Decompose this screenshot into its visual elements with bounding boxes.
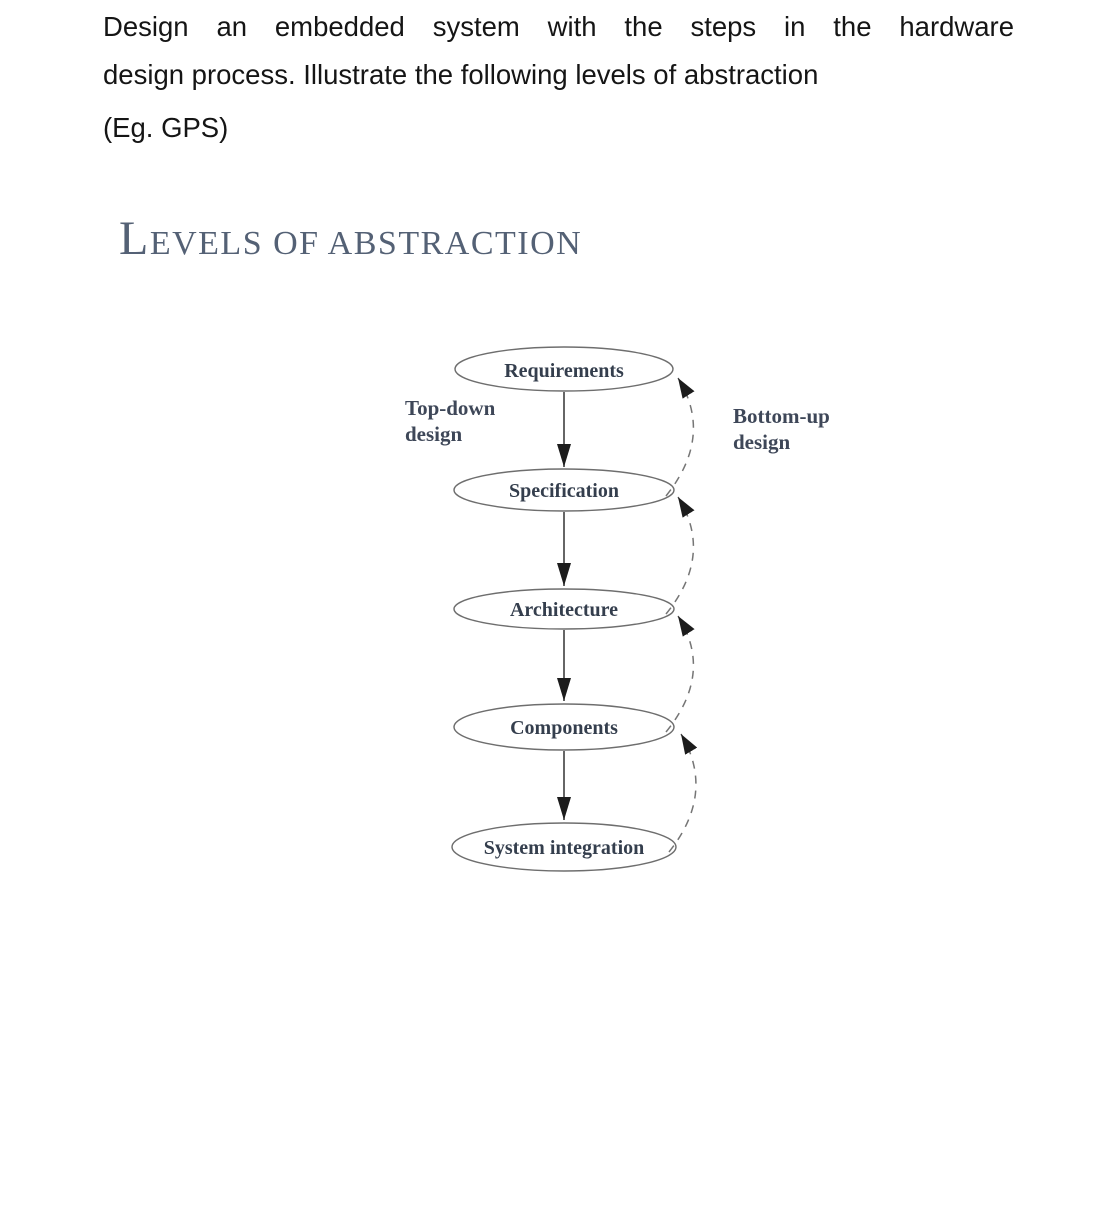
arc-architecture-to-specification <box>665 496 695 615</box>
question-line-2: design process. Illustrate the following… <box>103 58 819 90</box>
arc-specification-to-requirements <box>665 377 695 497</box>
node-system-integration-ellipse <box>451 822 677 872</box>
node-requirements-ellipse <box>454 346 674 392</box>
node-requirements-label: Requirements <box>504 360 624 382</box>
arc-components-to-architecture <box>665 615 695 733</box>
node-system-integration-label: System integration <box>484 837 645 859</box>
node-components-ellipse <box>453 703 675 751</box>
top-down-design-label-line1: Top-down <box>405 396 496 420</box>
question-line-1: Design an embedded system with the steps… <box>103 11 1014 42</box>
top-down-design-label-line2: design <box>405 422 463 446</box>
section-heading: LEVELS OF ABSTRACTION <box>119 212 583 265</box>
node-specification-ellipse <box>453 468 675 512</box>
arc-system-integration-to-components <box>668 733 698 853</box>
node-architecture-label: Architecture <box>510 599 618 621</box>
node-specification-label: Specification <box>509 480 619 502</box>
bottom-up-design-label-line1: Bottom-up <box>733 404 830 428</box>
question-paragraph: Design an embedded system with the steps… <box>103 3 1014 98</box>
node-components-label: Components <box>510 717 618 739</box>
question-example: (Eg. GPS) <box>103 112 229 143</box>
bottom-up-design-label-line2: design <box>733 430 791 454</box>
node-architecture-ellipse <box>453 588 675 630</box>
